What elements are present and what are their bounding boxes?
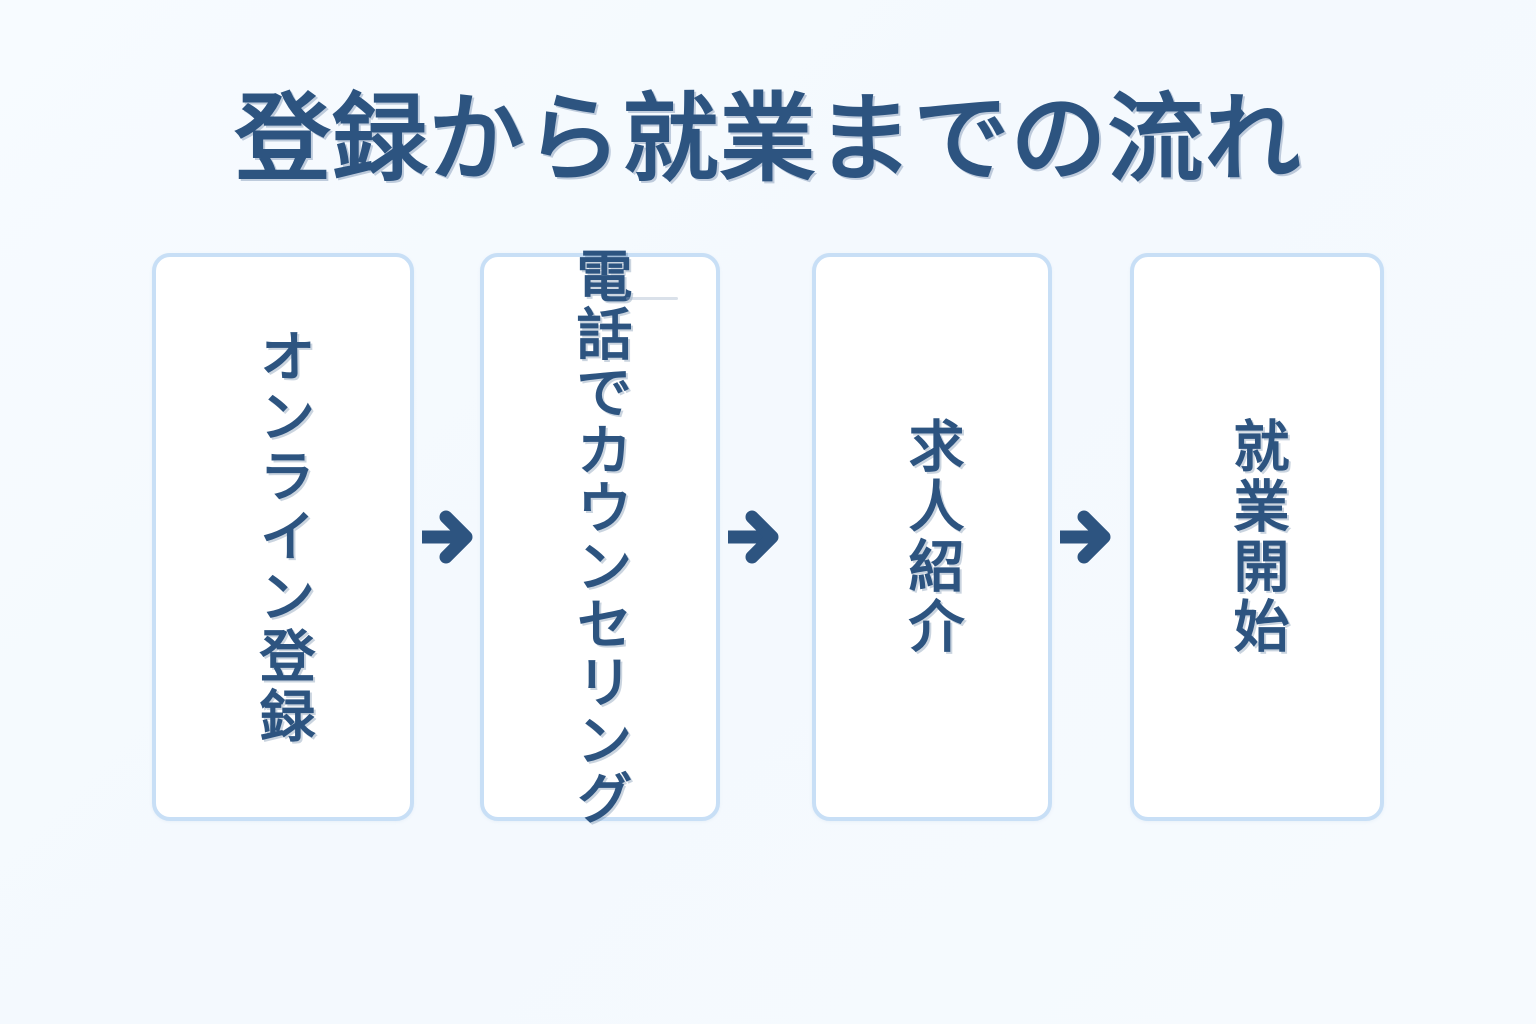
arrow-right-icon xyxy=(1052,495,1118,579)
arrow-right-icon xyxy=(414,495,480,579)
scan-artifact xyxy=(626,297,678,300)
process-flow-row: オンライン登録 電話でカウンセリング 求人紹介 xyxy=(152,247,1384,827)
step-label: 求人紹介 xyxy=(901,417,964,657)
arrow-right-icon xyxy=(720,495,786,579)
step-card-phone-counseling[interactable]: 電話でカウンセリング xyxy=(480,247,720,827)
page-title: 登録から就業までの流れ xyxy=(234,86,1302,193)
step-label: 就業開始 xyxy=(1226,417,1289,657)
step-card-online-registration[interactable]: オンライン登録 xyxy=(152,253,414,821)
step-label: 電話でカウンセリング xyxy=(569,247,632,827)
step-card-work-start[interactable]: 就業開始 xyxy=(1130,253,1384,821)
step-label: オンライン登録 xyxy=(252,327,315,747)
step-card-job-introduction[interactable]: 求人紹介 xyxy=(812,253,1052,821)
